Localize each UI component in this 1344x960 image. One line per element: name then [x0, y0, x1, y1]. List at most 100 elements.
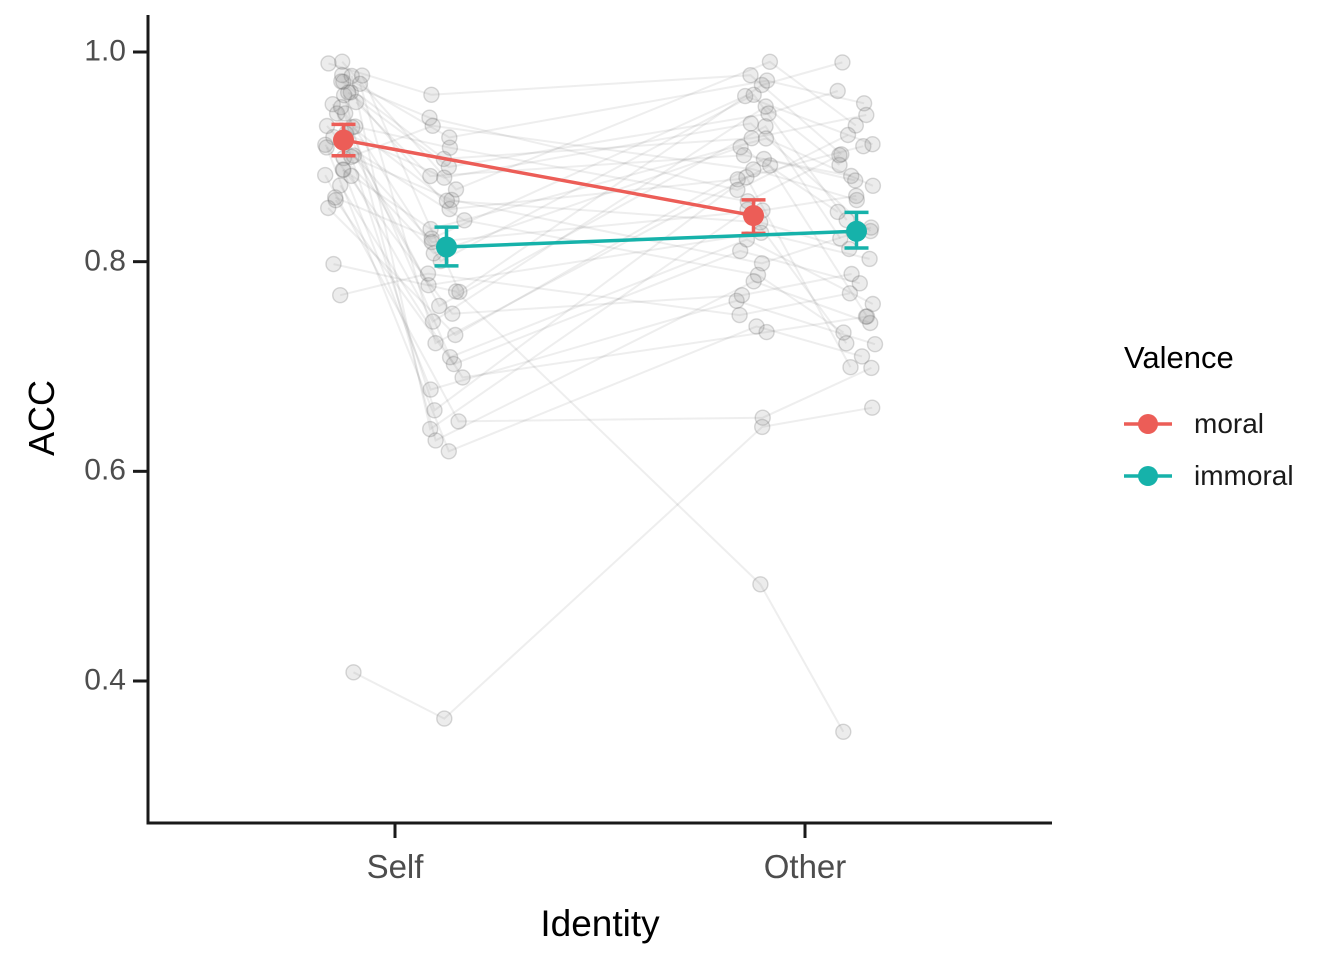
- legend-item-immoral: immoral: [1124, 450, 1334, 502]
- subject-line: [350, 75, 848, 431]
- subject-point: [858, 106, 875, 124]
- subject-point: [853, 348, 871, 365]
- y-tick-label-0.8: 0.8: [84, 244, 126, 278]
- subject-line: [355, 101, 852, 178]
- subject-point: [745, 161, 762, 178]
- subject-point: [728, 292, 745, 309]
- subject-point: [423, 86, 440, 104]
- subject-line: [324, 174, 872, 423]
- subject-point: [324, 95, 341, 113]
- subject-point: [436, 169, 453, 186]
- subject-point: [831, 156, 848, 174]
- subject-point: [447, 326, 464, 344]
- subject-point: [748, 318, 765, 335]
- subject-point: [423, 230, 440, 247]
- subject-point: [427, 335, 444, 352]
- subject-point: [755, 150, 773, 168]
- subject-point: [345, 664, 362, 681]
- subject-point: [334, 161, 352, 178]
- subject-line: [339, 272, 851, 317]
- subject-point: [745, 273, 762, 290]
- subject-point: [454, 369, 471, 386]
- subject-line: [343, 145, 839, 255]
- subject-point: [342, 84, 359, 101]
- subject-point: [855, 95, 873, 112]
- subject-line: [332, 136, 845, 334]
- legend-label-moral: moral: [1194, 408, 1265, 439]
- mean-point-moral: [333, 129, 354, 151]
- subject-point: [441, 139, 459, 156]
- subject-point: [843, 265, 860, 283]
- subject-point: [441, 200, 458, 218]
- subject-line: [325, 147, 863, 453]
- subject-point: [842, 359, 859, 376]
- subject-point: [753, 76, 771, 94]
- subject-point: [866, 336, 884, 353]
- subject-point: [420, 277, 437, 294]
- subject-line: [340, 106, 874, 359]
- subject-point: [847, 172, 864, 189]
- subject-point: [732, 138, 749, 156]
- subject-point: [851, 275, 868, 292]
- subject-point: [743, 129, 760, 147]
- mean-point-immoral: [846, 220, 867, 242]
- subject-line: [353, 124, 858, 202]
- mean-point-immoral: [436, 236, 457, 258]
- subject-point: [864, 135, 881, 153]
- subject-point: [742, 115, 759, 132]
- subject-point: [761, 53, 779, 70]
- x-axis-title: Identity: [540, 903, 660, 944]
- subject-point: [757, 118, 774, 135]
- subject-point: [333, 73, 350, 90]
- legend-title: Valence: [1124, 340, 1234, 375]
- subject-point: [861, 250, 878, 268]
- subject-point: [424, 117, 441, 135]
- subject-point: [749, 266, 767, 284]
- subject-point: [732, 242, 749, 260]
- subject-point: [317, 166, 334, 184]
- subject-point: [328, 105, 346, 122]
- subject-point: [733, 287, 751, 304]
- subject-point: [419, 265, 437, 282]
- subject-point: [332, 177, 349, 194]
- subject-line: [344, 93, 848, 263]
- series-line-moral: [343, 138, 754, 218]
- subject-point: [320, 199, 337, 217]
- subject-point: [335, 73, 352, 91]
- subject-point: [753, 255, 771, 272]
- subject-point: [758, 72, 776, 89]
- subject-point: [848, 187, 865, 205]
- legend-item-moral: moral: [1124, 398, 1334, 450]
- subject-point: [325, 255, 342, 273]
- subject-point: [353, 67, 371, 84]
- subject-point: [447, 283, 465, 300]
- subject-point: [320, 55, 337, 72]
- subject-line: [341, 74, 865, 139]
- subject-point: [317, 136, 334, 154]
- subject-point: [422, 381, 439, 398]
- subject-point: [427, 432, 444, 449]
- subject-point: [441, 349, 459, 366]
- subject-point: [729, 171, 746, 188]
- subject-line: [343, 137, 870, 287]
- subject-line: [341, 169, 876, 391]
- y-tick-label-0.4: 0.4: [84, 663, 126, 697]
- subject-point: [862, 314, 879, 332]
- subject-point: [343, 167, 360, 185]
- subject-point: [424, 313, 442, 330]
- subject-line: [328, 62, 842, 156]
- subject-line: [359, 83, 868, 345]
- subject-point: [447, 181, 465, 198]
- subject-point: [848, 191, 865, 209]
- subject-point: [327, 189, 344, 206]
- subject-point: [337, 105, 354, 122]
- subject-point: [752, 576, 769, 593]
- subject-point: [335, 86, 353, 104]
- subject-line: [331, 103, 842, 308]
- subject-point: [757, 98, 774, 115]
- subject-point: [745, 86, 762, 104]
- subject-point: [833, 146, 850, 163]
- subject-line: [353, 406, 873, 720]
- subject-point: [451, 283, 468, 301]
